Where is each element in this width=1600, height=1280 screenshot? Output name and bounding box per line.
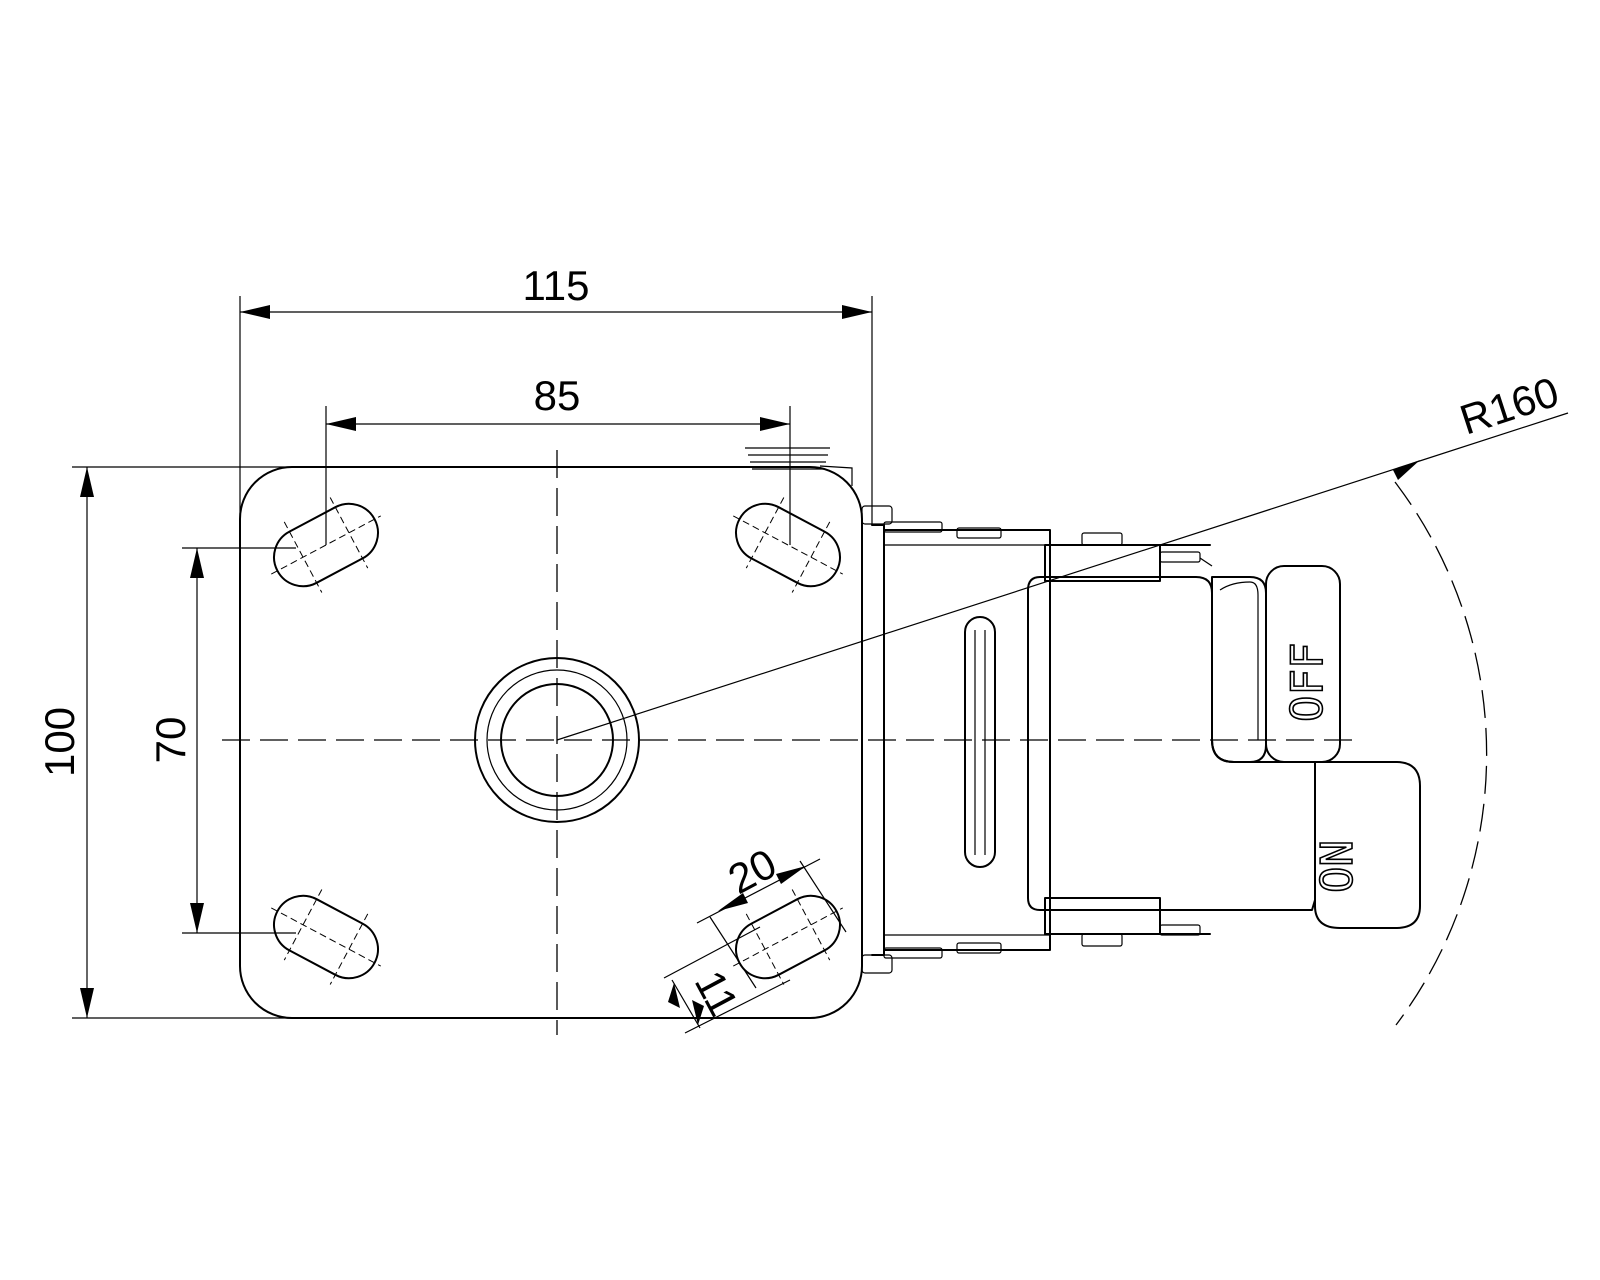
fork-body: [861, 505, 1213, 974]
swivel-radius-leader: [556, 412, 1569, 741]
centerlines: [222, 450, 1360, 1035]
dim-hole-spacing-y-label: 70: [147, 717, 194, 764]
brake-pedal-on: ON: [1311, 761, 1421, 929]
top-plate-outline: [239, 466, 863, 1019]
dim-70: 70: [147, 547, 296, 934]
slot-bottom-left: [271, 889, 381, 985]
dim-slot-length-label: 20: [721, 839, 784, 902]
brake-label-off: OFF: [1282, 643, 1333, 722]
dim-plate-width-label: 115: [523, 262, 590, 309]
brake-label-on: ON: [1312, 840, 1363, 893]
dim-slot-width-label: 11: [686, 963, 748, 1024]
dim-plate-height-label: 100: [36, 707, 83, 777]
slot-top-right: [733, 497, 843, 593]
fork-slot: [964, 616, 996, 868]
dim-100: 100: [36, 466, 300, 1019]
dim-85: 85: [325, 372, 791, 545]
wheel-housing: [1027, 576, 1316, 911]
dim-115: 115: [239, 262, 873, 525]
thread-detail: [745, 447, 853, 486]
brake-pedal-off: OFF: [1211, 565, 1341, 763]
swivel-radius-arc: [1394, 481, 1488, 1026]
dim-hole-spacing-x-label: 85: [534, 372, 581, 419]
